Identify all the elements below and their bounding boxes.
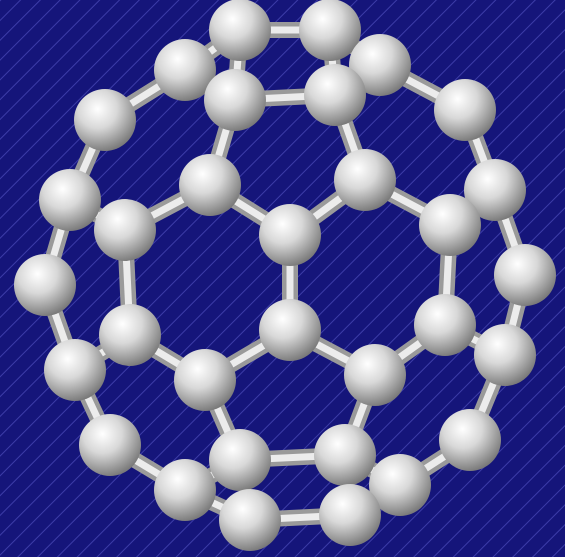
atom-sphere [99,304,161,366]
atom-sphere [154,459,216,521]
atom-sphere [259,299,321,361]
atom-sphere [494,244,556,306]
atom-sphere [464,159,526,221]
atom-sphere [209,429,271,491]
atom-sphere [209,0,271,61]
atom-sphere [414,294,476,356]
atom-sphere [434,79,496,141]
atom-sphere [314,424,376,486]
atom-sphere [14,254,76,316]
atom-sphere [319,484,381,546]
atom-sphere [154,39,216,101]
atom-sphere [44,339,106,401]
atom-sphere [204,69,266,131]
atom-sphere [94,199,156,261]
atom-sphere [179,154,241,216]
atom-sphere [419,194,481,256]
atom-sphere [349,34,411,96]
atom-sphere [439,409,501,471]
atom-sphere [334,149,396,211]
atom-sphere [369,454,431,516]
atom-sphere [344,344,406,406]
atom-sphere [304,64,366,126]
atom-sphere [174,349,236,411]
atom-sphere [39,169,101,231]
atom-sphere [259,204,321,266]
atom-sphere [219,489,281,551]
atom-sphere [299,0,361,61]
atom-sphere [79,414,141,476]
atom-sphere [474,324,536,386]
atom-layer [14,0,556,551]
atom-sphere [74,89,136,151]
